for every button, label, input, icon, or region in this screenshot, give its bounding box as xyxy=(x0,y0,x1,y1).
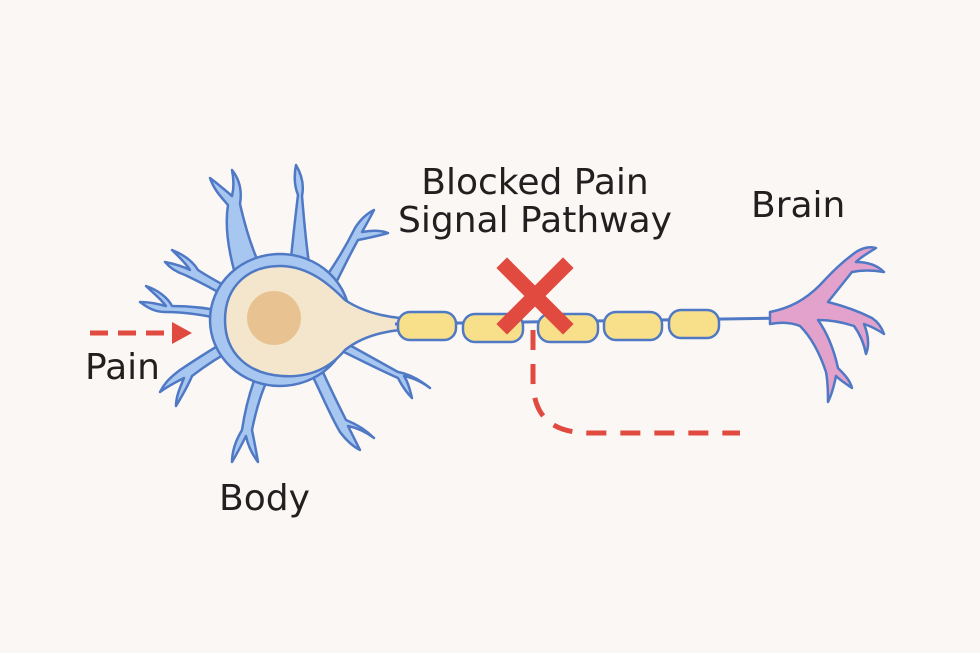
myelin-segment xyxy=(396,310,458,342)
brain-label: Brain xyxy=(751,185,846,226)
x-mark-icon xyxy=(496,257,574,335)
title-line-2: Signal Pathway xyxy=(398,199,672,241)
title-line-1: Blocked Pain xyxy=(421,162,649,203)
dendrites xyxy=(138,163,432,464)
myelin-sheaths xyxy=(396,308,721,344)
myelin-segment xyxy=(602,310,664,342)
blocked-pathway-title: Blocked Pain Signal Pathway xyxy=(390,164,680,240)
dashed-arrow-icon xyxy=(90,322,192,344)
body-label: Body xyxy=(219,478,310,519)
nucleus xyxy=(247,291,301,345)
pain-label: Pain xyxy=(85,347,160,388)
blocked-signal-path xyxy=(530,330,740,436)
myelin-segment xyxy=(667,308,721,340)
axon-terminal xyxy=(768,245,886,404)
